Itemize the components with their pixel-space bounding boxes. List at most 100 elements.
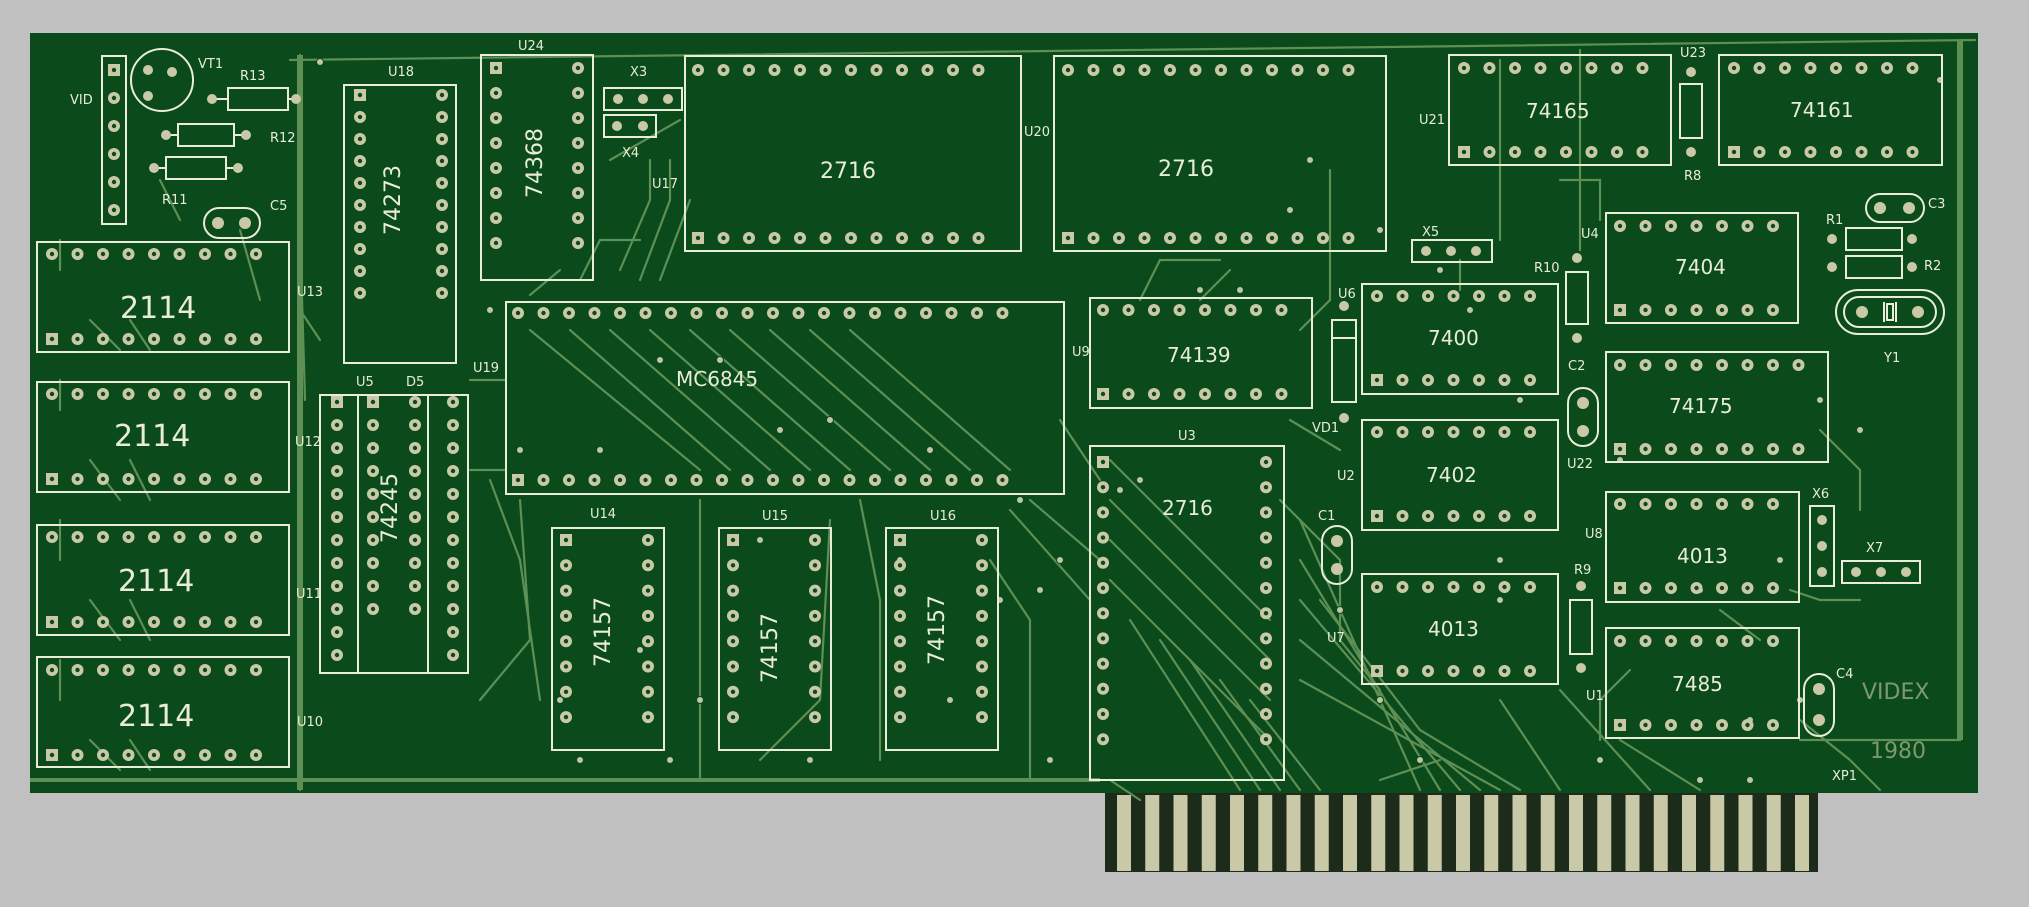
via	[1056, 556, 1064, 564]
pad-hole	[1000, 310, 1005, 316]
pad-hole	[370, 491, 376, 497]
capacitor-c5[interactable]: C5	[203, 199, 287, 239]
header-x6[interactable]: X6	[1809, 487, 1835, 587]
pad-hole	[75, 619, 80, 625]
pad-hole	[1757, 65, 1762, 71]
resistor-r10[interactable]: R10	[1534, 253, 1589, 343]
trace	[1108, 578, 1272, 742]
trace	[1188, 658, 1282, 792]
pad-hole	[563, 588, 569, 593]
pad-hole	[1116, 235, 1122, 241]
ic-u11[interactable]: 2114 U11	[36, 524, 322, 636]
pad-hole	[745, 477, 750, 483]
pad-hole	[645, 613, 651, 619]
pad-hole	[1527, 377, 1533, 383]
pad-hole	[100, 752, 106, 758]
pad-hole	[1719, 501, 1725, 507]
pad-hole	[1476, 377, 1482, 383]
pad-hole	[49, 476, 55, 482]
via	[1376, 696, 1384, 704]
ic-u1[interactable]: 7485 U1	[1586, 627, 1800, 739]
part-label-u3: 2716	[1162, 496, 1213, 520]
ic-u18[interactable]: 74273 U18	[343, 65, 457, 364]
capacitor-c1[interactable]: C1	[1318, 509, 1353, 585]
pad-hole	[923, 310, 929, 316]
crystal-y1[interactable]: Y1	[1835, 289, 1945, 366]
ic-u13[interactable]: 2114 U13	[36, 241, 323, 353]
pad-hole	[575, 65, 581, 71]
pad-hole	[1614, 149, 1620, 155]
capacitor-c3[interactable]: C3	[1865, 193, 1945, 223]
pad-hole	[357, 158, 363, 164]
ic-u21[interactable]: 74165 U21	[1419, 54, 1672, 166]
ic-u12[interactable]: 2114 U12	[36, 381, 321, 493]
ic-u4[interactable]: 7404 U4	[1581, 212, 1799, 324]
header-x4[interactable]: X4	[603, 114, 657, 161]
connector-finger	[1286, 795, 1301, 871]
pad-hole	[1502, 293, 1507, 299]
ic-u22[interactable]: 74175 U22	[1567, 351, 1829, 472]
resistor-r13[interactable]: R13	[207, 69, 301, 111]
pad-hole	[563, 639, 569, 644]
pad-hole	[370, 445, 376, 451]
pad-hole	[1694, 501, 1699, 507]
ic-u5[interactable]: 74245 U5	[319, 375, 469, 674]
pad-hole	[1295, 67, 1300, 73]
pad-hole	[1476, 668, 1482, 674]
ic-u2[interactable]: 7402 U2	[1337, 419, 1559, 531]
header-x5[interactable]: X5	[1411, 225, 1493, 263]
connector-finger	[1484, 795, 1499, 871]
pad-hole	[1451, 584, 1456, 590]
ref-label-u8: U8	[1585, 527, 1603, 542]
ref-label-r10: R10	[1534, 261, 1560, 276]
ic-u7[interactable]: 4013 U7	[1327, 573, 1559, 685]
ic-u3[interactable]: 2716 U3	[1089, 429, 1285, 781]
ic-u23[interactable]: 74161 U23	[1680, 46, 1943, 166]
ref-label-y1: Y1	[1883, 351, 1900, 366]
resistor-r1[interactable]: R1	[1826, 213, 1917, 251]
via	[946, 696, 954, 704]
ic-u10[interactable]: 2114 U10	[36, 656, 323, 768]
pad-hole	[1263, 737, 1269, 742]
pad-hole	[450, 606, 456, 612]
pad-hole	[848, 235, 854, 241]
pad-hole	[334, 537, 340, 543]
ref-label-u11: U11	[296, 587, 322, 602]
diode-vd1[interactable]: VD1	[1312, 301, 1357, 436]
pad-hole	[899, 67, 905, 73]
pad-hole	[1884, 149, 1890, 155]
transistor-vt1[interactable]: VT1	[130, 48, 223, 112]
ic-u15[interactable]: 74157 U15	[718, 509, 832, 751]
trace	[128, 458, 152, 502]
pad-hole	[439, 92, 445, 98]
ic-u9[interactable]: 74139 U9	[1072, 297, 1313, 409]
pad-hole	[1745, 501, 1750, 507]
ic-u24[interactable]: 74368 U24	[480, 39, 594, 281]
part-label-u4: 7404	[1675, 255, 1726, 279]
pad-hole	[151, 476, 157, 482]
resistor-r11[interactable]: R11	[149, 156, 243, 208]
ic-u17[interactable]: 2716 U17	[652, 55, 1022, 252]
trace	[1298, 168, 1332, 332]
pad-hole	[1253, 307, 1259, 313]
resistor-r12[interactable]: R12	[161, 123, 296, 147]
resistor-r2[interactable]: R2	[1827, 255, 1941, 279]
header-vid[interactable]: VID	[70, 55, 127, 225]
ref-label-r1: R1	[1826, 213, 1843, 228]
resistor-r8[interactable]: R8	[1679, 67, 1703, 184]
ic-u19[interactable]: MC6845 U19	[473, 301, 1065, 495]
header-x3[interactable]: X3	[603, 65, 683, 111]
ic-u8[interactable]: 4013 U8	[1585, 491, 1800, 603]
pad-hole	[1617, 585, 1623, 591]
header-x7[interactable]: X7	[1841, 541, 1921, 584]
capacitor-c4[interactable]: C4	[1803, 667, 1853, 737]
capacitor-c2[interactable]: C2	[1567, 359, 1599, 447]
resistor-r9[interactable]: R9	[1569, 563, 1593, 673]
pad-hole	[439, 268, 445, 274]
ic-u20[interactable]: 2716 U20	[1024, 55, 1387, 252]
pad-hole	[1757, 149, 1762, 155]
ic-u14[interactable]: 74157 U14	[551, 507, 665, 751]
ic-u6[interactable]: 7400 U6	[1338, 283, 1559, 395]
ic-u16[interactable]: 74157 U16	[885, 509, 999, 751]
